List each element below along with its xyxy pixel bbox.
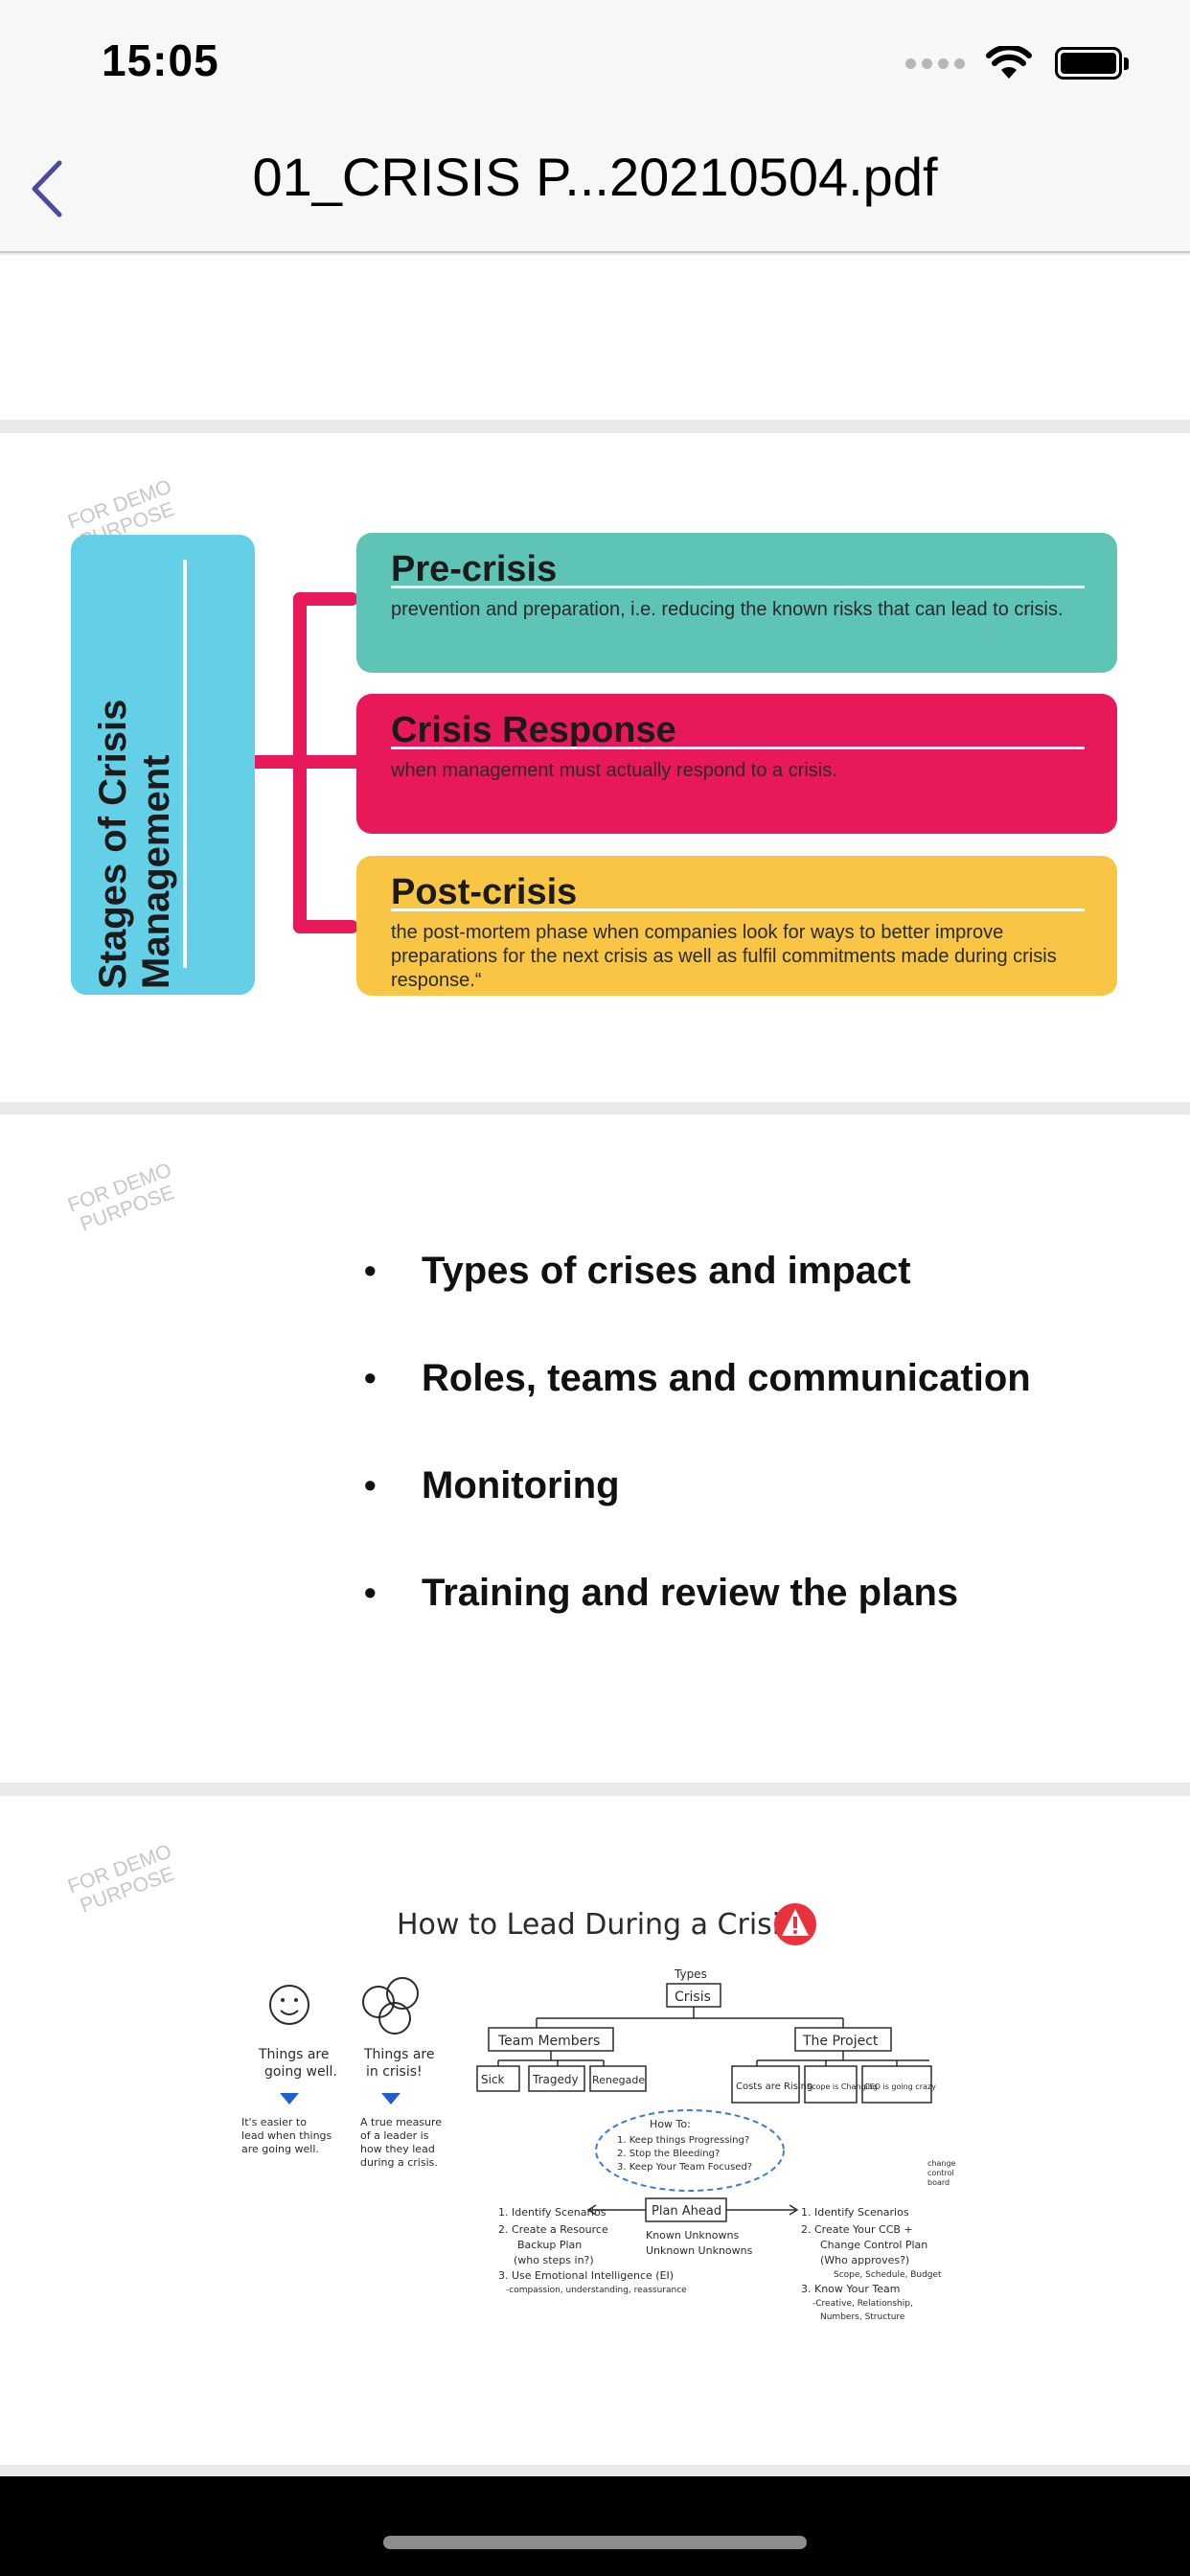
svg-text:going well.: going well.	[264, 2064, 337, 2080]
svg-text:Scope, Schedule, Budget: Scope, Schedule, Budget	[834, 2270, 942, 2280]
svg-text:during a crisis.: during a crisis.	[360, 2156, 438, 2169]
svg-text:(who steps in?): (who steps in?)	[514, 2254, 594, 2266]
svg-text:1. Identify Scenarios: 1. Identify Scenarios	[498, 2206, 606, 2219]
svg-text:CEO is going crazy: CEO is going crazy	[864, 2082, 936, 2091]
svg-text:Things are: Things are	[363, 2047, 434, 2062]
svg-text:Types: Types	[674, 1967, 707, 1981]
stages-side-title: Stages of Crisis Management	[92, 699, 177, 989]
svg-text:board: board	[927, 2178, 950, 2187]
svg-text:Things are: Things are	[258, 2047, 329, 2062]
pdf-page-2[interactable]: FOR DEMO PURPOSE Stages of Crisis Manage…	[0, 433, 1190, 1102]
svg-text:2. Create Your CCB +: 2. Create Your CCB +	[801, 2223, 913, 2236]
howto-cloud	[595, 2109, 785, 2192]
battery-icon	[1055, 47, 1129, 80]
wifi-icon	[986, 46, 1032, 79]
chevron-left-icon	[32, 160, 62, 218]
stage-card-pre-crisis: Pre-crisis prevention and preparation, i…	[356, 533, 1117, 673]
svg-text:control: control	[927, 2169, 954, 2177]
svg-text:Known Unknowns: Known Unknowns	[646, 2229, 739, 2242]
list-item: Training and review the plans	[364, 1574, 1031, 1681]
top-bar: 15:05 01_CRISIS P...20210504.pdf	[0, 0, 1190, 253]
warning-icon	[774, 1903, 816, 1945]
svg-text:A true measure: A true measure	[360, 2116, 442, 2128]
svg-text:(Who approves?): (Who approves?)	[820, 2254, 909, 2266]
stages-side-box	[71, 535, 255, 995]
bracket-stem	[255, 755, 299, 769]
svg-text:Tragedy: Tragedy	[532, 2073, 579, 2086]
cellular-signal-icon	[905, 58, 965, 69]
arrow-down-icon	[381, 2093, 400, 2104]
svg-text:It's easier to: It's easier to	[241, 2116, 307, 2128]
bottom-bar	[0, 2476, 1190, 2576]
svg-text:Crisis: Crisis	[675, 1990, 711, 2005]
svg-text:are going well.: are going well.	[241, 2143, 319, 2155]
arrow-down-icon	[280, 2093, 299, 2104]
svg-text:lead when things: lead when things	[241, 2129, 332, 2142]
document-title: 01_CRISIS P...20210504.pdf	[252, 147, 938, 207]
watermark: FOR DEMO PURPOSE	[64, 1840, 178, 1918]
svg-text:Backup Plan: Backup Plan	[517, 2239, 582, 2251]
svg-text:Sick: Sick	[481, 2073, 505, 2086]
svg-text:3. Use Emotional Intelligence: 3. Use Emotional Intelligence (EI)	[498, 2269, 674, 2282]
list-item: Types of crises and impact	[364, 1252, 1031, 1359]
bracket-middle	[293, 755, 358, 769]
stage-card-crisis-response: Crisis Response when management must act…	[356, 694, 1117, 834]
svg-text:in crisis!: in crisis!	[366, 2064, 423, 2080]
svg-text:Numbers, Structure: Numbers, Structure	[820, 2312, 905, 2322]
svg-text:Change Control Plan: Change Control Plan	[820, 2239, 927, 2251]
svg-text:-Creative, Relationship,: -Creative, Relationship,	[812, 2299, 913, 2309]
svg-text:1. Keep things Progressing?: 1. Keep things Progressing?	[617, 2135, 749, 2146]
stages-divider	[183, 560, 187, 968]
svg-text:Plan Ahead: Plan Ahead	[652, 2204, 721, 2219]
pdf-page-3[interactable]: FOR DEMO PURPOSE Types of crises and imp…	[0, 1115, 1190, 1782]
svg-text:change: change	[927, 2159, 956, 2168]
svg-text:3. Know Your Team: 3. Know Your Team	[801, 2283, 900, 2295]
svg-text:Unknown Unknowns: Unknown Unknowns	[646, 2244, 753, 2257]
svg-text:of a leader is: of a leader is	[360, 2129, 429, 2142]
crisis-leadership-sketch: How to Lead During a Crisis Things are g…	[241, 1903, 956, 2322]
svg-text:Scope is Changing: Scope is Changing	[807, 2082, 878, 2091]
back-button[interactable]	[19, 153, 77, 224]
svg-text:Renegade: Renegade	[592, 2074, 645, 2086]
list-item: Roles, teams and communication	[364, 1359, 1031, 1466]
svg-text:2. Stop the Bleeding?: 2. Stop the Bleeding?	[617, 2149, 720, 2159]
svg-text:-compassion, understanding, re: -compassion, understanding, reassurance	[506, 2286, 687, 2295]
bracket-top	[293, 592, 358, 606]
status-icons	[905, 42, 1129, 84]
pdf-page-4[interactable]: FOR DEMO PURPOSE How to Lead During a Cr…	[0, 1796, 1190, 2465]
svg-text:Costs are Rising: Costs are Rising	[736, 2082, 812, 2092]
svg-text:1. Identify Scenarios: 1. Identify Scenarios	[801, 2206, 909, 2219]
home-indicator[interactable]	[383, 2536, 807, 2549]
topic-list: Types of crises and impact Roles, teams …	[364, 1252, 1031, 1681]
status-time: 15:05	[102, 35, 219, 85]
svg-text:how they lead: how they lead	[360, 2143, 435, 2155]
svg-text:Team Members: Team Members	[497, 2034, 600, 2049]
list-item: Monitoring	[364, 1466, 1031, 1574]
svg-text:2. Create a Resource: 2. Create a Resource	[498, 2223, 608, 2236]
svg-text:3. Keep Your Team Focused?: 3. Keep Your Team Focused?	[617, 2162, 752, 2173]
worried-faces-icon	[362, 1977, 419, 2035]
happy-face-icon	[269, 1985, 309, 2025]
pdf-page-1[interactable]	[0, 255, 1190, 420]
watermark: FOR DEMO PURPOSE	[64, 1159, 178, 1236]
sketch-title: How to Lead During a Crisis	[397, 1908, 795, 1942]
stage-card-post-crisis: Post-crisis the post-mortem phase when c…	[356, 856, 1117, 996]
bracket-bottom	[293, 920, 358, 933]
svg-text:The Project: The Project	[802, 2034, 879, 2049]
svg-text:How To:: How To:	[650, 2118, 691, 2130]
